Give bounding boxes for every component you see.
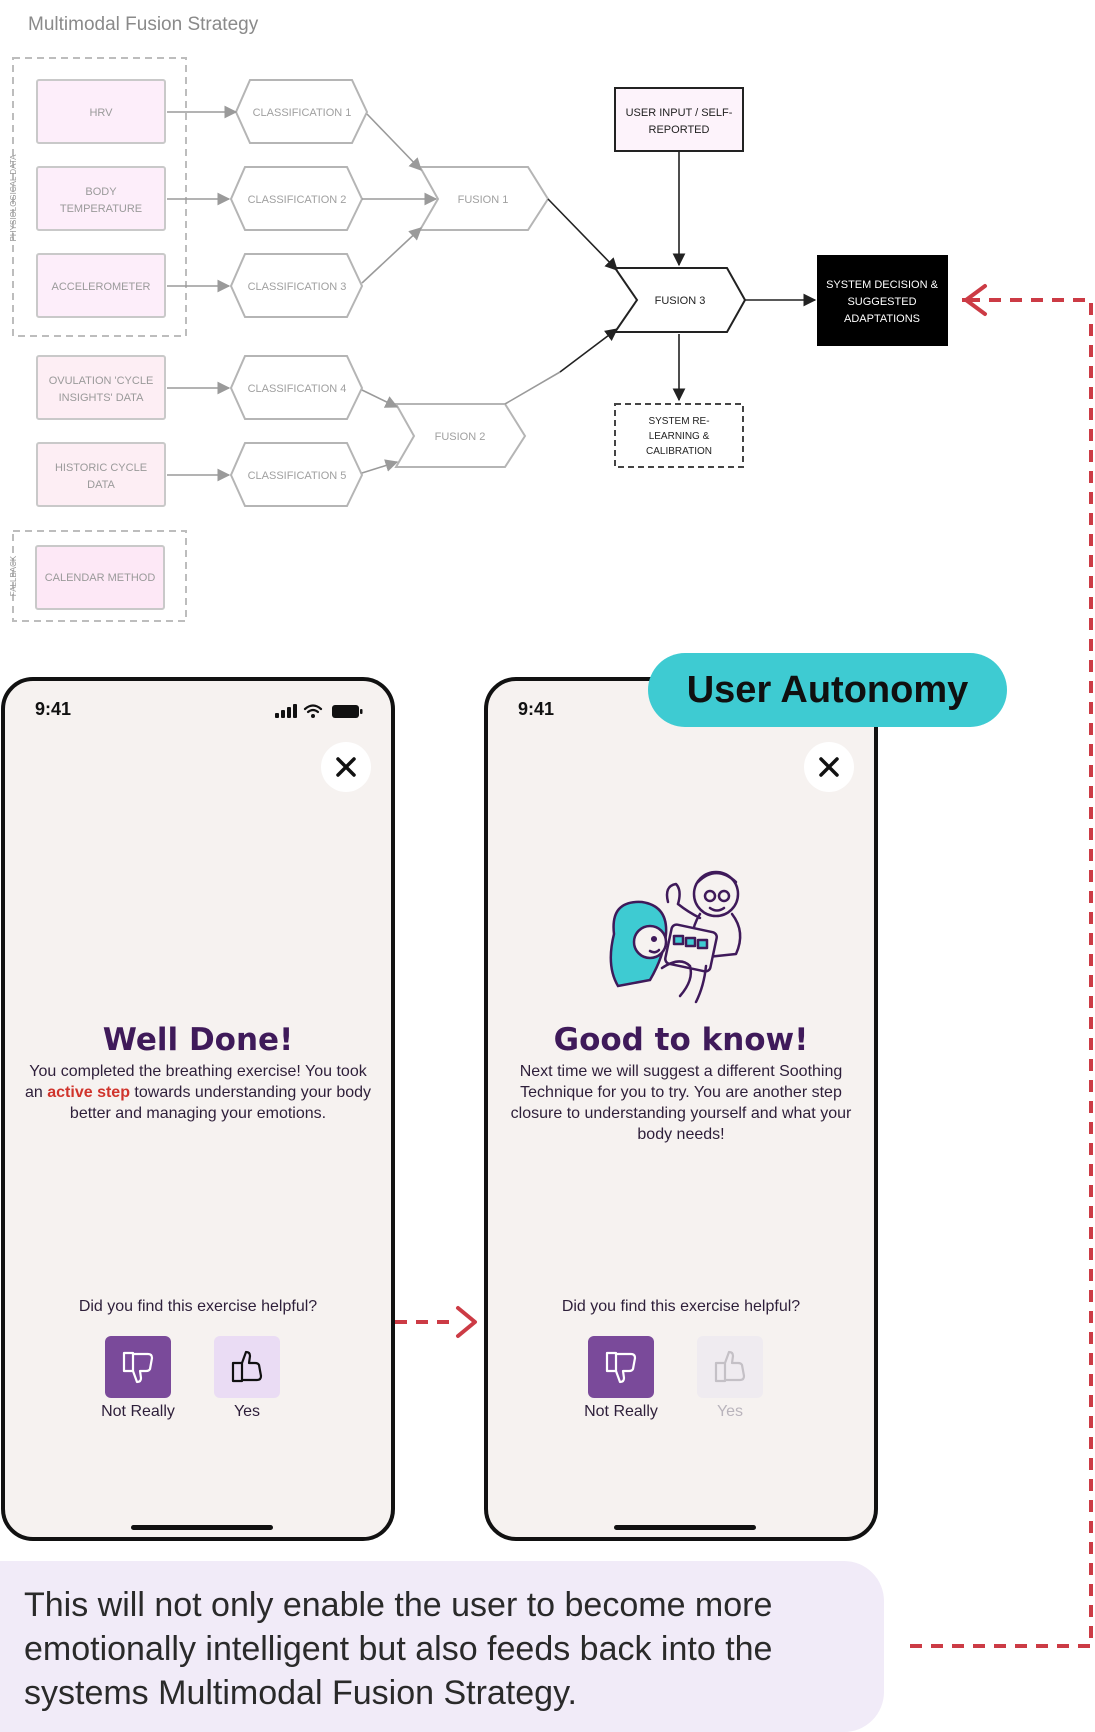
classification-2-label: CLASSIFICATION 2: [248, 194, 347, 206]
relearning-label-2: LEARNING &: [649, 431, 710, 442]
yes-button-disabled[interactable]: [697, 1336, 763, 1398]
arrow-fusion2-fusion3-grey: [504, 371, 561, 405]
user-input-label-2: REPORTED: [649, 124, 710, 136]
body-temperature-box: [36, 166, 166, 231]
classification-4-node: [229, 355, 364, 420]
system-decision-box: [817, 255, 948, 346]
message-part-1: You completed the breathing exercise! Yo…: [25, 1063, 367, 1101]
system-decision-label-3: ADAPTATIONS: [844, 313, 920, 325]
people-illustration: [609, 870, 742, 1004]
arrow-fusion2-fusion3: [559, 328, 619, 373]
fusion-3-node: [613, 267, 747, 333]
status-time: 9:41: [35, 699, 72, 719]
phone-good-to-know: 9:41 Good to know! Next time we will sug…: [484, 677, 878, 1541]
helpful-question: Did you find this exercise helpful?: [561, 1298, 801, 1315]
classification-5-label: CLASSIFICATION 5: [248, 470, 347, 482]
yes-label: Yes: [233, 1403, 261, 1420]
feedback-loop-line: [910, 298, 1093, 1648]
physiological-group-label: PHYSIOLOGICAL DATA: [9, 154, 18, 242]
yes-button[interactable]: [214, 1336, 280, 1398]
hrv-label: HRV: [89, 107, 113, 119]
home-indicator: [131, 1525, 273, 1530]
thumbs-up-icon: [714, 1350, 746, 1383]
user-input-box: [614, 87, 744, 152]
thumbs-down-icon: [122, 1351, 154, 1384]
body-temperature-label-2: TEMPERATURE: [60, 203, 142, 215]
wifi-icon: [303, 704, 323, 714]
arrow-class3-fusion1: [361, 227, 422, 284]
yes-label: Yes: [716, 1403, 744, 1420]
physiological-group-frame: [12, 57, 187, 337]
fusion-2-label: FUSION 2: [435, 431, 486, 443]
historic-cycle-box: [36, 442, 166, 507]
user-input-label-1: USER INPUT / SELF-: [626, 107, 733, 119]
fusion-1-label: FUSION 1: [458, 194, 509, 206]
thumbs-down-icon: [605, 1351, 637, 1384]
good-to-know-title: Good to know!: [553, 1022, 809, 1058]
status-icons: [275, 703, 365, 724]
active-step-highlight: active step: [47, 1084, 130, 1101]
classification-1-label: CLASSIFICATION 1: [253, 107, 352, 119]
historic-cycle-label-2: DATA: [87, 479, 115, 491]
classification-4-label: CLASSIFICATION 4: [248, 383, 347, 395]
ovulation-label-1: OVULATION 'CYCLE: [49, 375, 154, 387]
system-decision-label-1: SYSTEM DECISION &: [826, 279, 939, 291]
classification-3-label: CLASSIFICATION 3: [248, 281, 347, 293]
summary-caption: This will not only enable the user to be…: [0, 1561, 884, 1732]
fusion-1-node: [418, 166, 550, 231]
phone-well-done: 9:41 Well Done! You completed the breath…: [1, 677, 395, 1541]
arrow-class4-fusion2: [361, 389, 399, 408]
not-really-button[interactable]: [588, 1336, 654, 1398]
well-done-title: Well Done!: [102, 1022, 294, 1058]
body-temperature-label-1: BODY: [85, 186, 117, 198]
close-button[interactable]: [321, 742, 371, 792]
message-part-2: towards understanding your body better a…: [69, 1084, 372, 1122]
classification-3-node: [229, 253, 364, 318]
wifi-dot: [311, 714, 315, 718]
well-done-message: You completed the breathing exercise! Yo…: [25, 1061, 371, 1124]
relearning-box: [614, 403, 744, 468]
battery-icon: [332, 705, 363, 718]
diagram-title: Multimodal Fusion Strategy: [28, 14, 259, 35]
status-time: 9:41: [518, 699, 555, 719]
helpful-question: Did you find this exercise helpful?: [78, 1298, 318, 1315]
not-really-label: Not Really: [101, 1403, 175, 1420]
not-really-button[interactable]: [105, 1336, 171, 1398]
phones-connector-arrowhead: [456, 1306, 477, 1338]
historic-cycle-label-1: HISTORIC CYCLE: [55, 462, 147, 474]
arrow-class1-fusion1: [366, 113, 422, 171]
relearning-label-3: CALIBRATION: [646, 446, 712, 457]
accelerometer-box: [36, 253, 166, 318]
not-really-label: Not Really: [584, 1403, 658, 1420]
system-decision-label-2: SUGGESTED: [847, 296, 916, 308]
arrow-class5-fusion2: [361, 459, 399, 474]
classification-5-node: [229, 442, 364, 507]
arrow-fusion1-fusion3: [547, 198, 618, 271]
cellular-icon: [275, 704, 297, 718]
close-icon: [819, 757, 839, 777]
home-indicator: [614, 1525, 756, 1530]
calendar-method-label: CALENDAR METHOD: [45, 572, 156, 584]
accelerometer-label: ACCELEROMETER: [51, 281, 150, 293]
fusion-3-label: FUSION 3: [655, 295, 706, 307]
classification-2-node: [229, 166, 364, 231]
calendar-method-box: [35, 545, 165, 610]
hrv-box: [36, 79, 166, 144]
thumbs-up-icon: [231, 1350, 263, 1383]
good-to-know-message: Next time we will suggest a different So…: [510, 1063, 852, 1143]
close-button[interactable]: [804, 742, 854, 792]
ovulation-label-2: INSIGHTS' DATA: [59, 392, 144, 404]
fallback-group-label: FALLBACK: [9, 555, 18, 596]
close-icon: [336, 757, 356, 777]
fallback-group-frame: [12, 530, 187, 622]
relearning-label-1: SYSTEM RE-: [648, 416, 709, 427]
user-autonomy-badge: User Autonomy: [648, 653, 1007, 727]
ovulation-box: [36, 355, 166, 420]
